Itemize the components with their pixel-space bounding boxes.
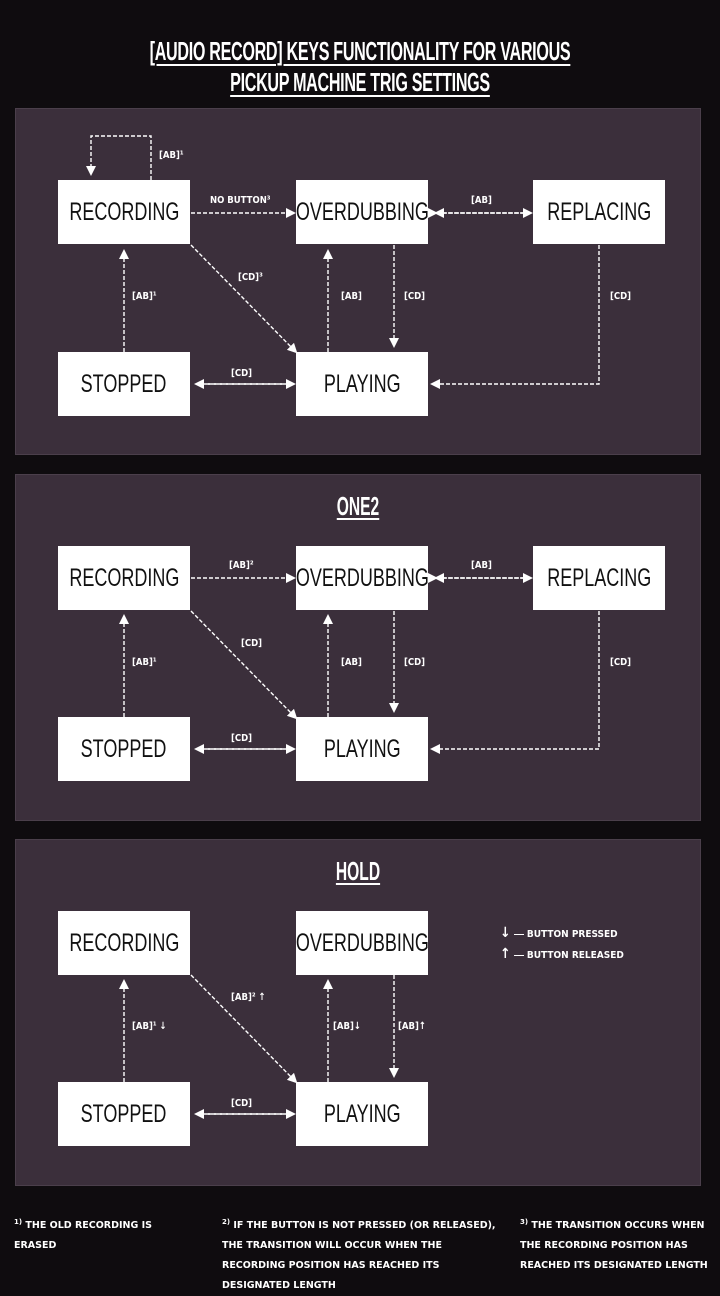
legend-pressed-text: BUTTON PRESSED [526,929,618,940]
label-rec-to-play: [CD] [241,638,263,649]
legend-pressed: ↓ BUTTON PRESSED [500,925,618,941]
label-play-to-ovr: [AB]↓ [333,1021,361,1032]
panel-hold: HOLD RECORDING OVERDUBBING STOPPED PLAYI… [15,839,701,1186]
legend-released: ↑ BUTTON RELEASED [500,946,624,962]
label-rec-to-ovr: [AB]² [229,560,254,571]
panel-title-hold: HOLD [335,856,381,886]
legend-line [513,933,524,935]
state-playing: PLAYING [296,717,428,781]
state-recording: RECORDING [58,180,190,244]
panel-default: RECORDING OVERDUBBING REPLACING STOPPED … [15,108,701,455]
label-ovr-to-play: [CD] [404,291,426,302]
panel-1-arrows [86,135,600,389]
label-rec-to-play: [CD]³ [238,272,263,283]
footnote-1: 1) THE OLD RECORDING IS ERASED [14,1218,152,1252]
footnote-3: 3) THE TRANSITION OCCURS WHEN THE RECORD… [520,1218,708,1272]
state-playing: PLAYING [296,1082,428,1146]
diagram-title: [AUDIO RECORD] KEYS FUNCTIONALITY FOR VA… [149,36,571,97]
arrow-down-icon: ↓ [500,925,511,941]
legend-released-text: BUTTON RELEASED [526,950,624,961]
state-overdubbing: OVERDUBBING [295,546,429,610]
label-stop-play: [CD] [231,1098,253,1109]
label-stop-play: [CD] [231,368,253,379]
state-recording: RECORDING [58,546,190,610]
footnote-2: 2) IF THE BUTTON IS NOT PRESSED (OR RELE… [222,1218,496,1292]
label-stop-to-rec: [AB]¹ [132,291,157,302]
state-recording: RECORDING [58,911,190,975]
panel-title-one2: ONE2 [336,491,380,521]
label-self-loop: [AB]¹ [159,150,184,161]
state-replacing: REPLACING [533,180,665,244]
state-stopped: STOPPED [58,717,190,781]
label-ovr-to-play: [CD] [404,657,426,668]
legend-line [513,954,524,956]
state-overdubbing: OVERDUBBING [295,911,429,975]
rep-to-play-arrow [430,611,600,754]
arrow-up-icon: ↑ [500,946,511,962]
panel-one2: ONE2 RECORDING OVERDUBBING REPLACING STO… [15,474,701,821]
label-stop-to-rec: [AB]¹ [132,657,157,668]
label-stop-to-rec: [AB]¹ ↓ [132,1021,167,1032]
state-stopped: STOPPED [58,352,190,416]
label-rep-to-play: [CD] [610,657,632,668]
label-ovr-rep: [AB] [471,195,492,206]
state-playing: PLAYING [296,352,428,416]
label-rec-to-ovr: NO BUTTON³ [210,195,271,206]
label-ovr-to-play: [AB]↑ [398,1021,426,1032]
label-rep-to-play: [CD] [610,291,632,302]
label-stop-play: [CD] [231,733,253,744]
label-ovr-rep: [AB] [471,560,492,571]
rec-to-play-arrow [190,244,298,354]
state-replacing: REPLACING [533,546,665,610]
self-loop-arrow [86,135,152,180]
rec-to-play-arrow [190,610,298,720]
rec-to-play-arrow [190,974,298,1084]
label-play-to-ovr: [AB] [341,657,362,668]
rep-to-play-arrow [430,245,600,389]
label-play-to-ovr: [AB] [341,291,362,302]
panel-2-arrows [119,573,600,754]
state-stopped: STOPPED [58,1082,190,1146]
state-overdubbing: OVERDUBBING [295,180,429,244]
panel-3-arrows [119,974,399,1119]
label-rec-to-play: [AB]² ↑ [231,992,266,1003]
